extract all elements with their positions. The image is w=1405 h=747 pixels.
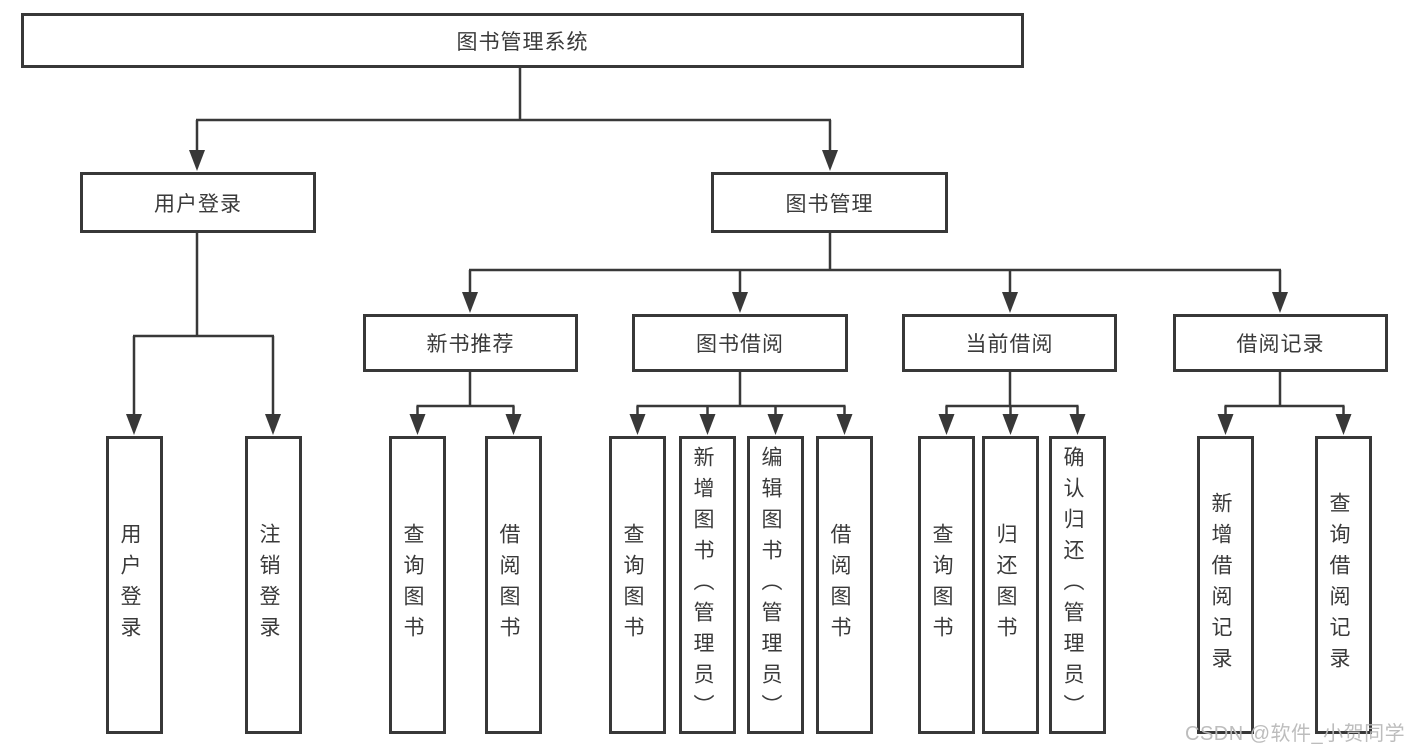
leaf-query-books: 查询图书 (389, 436, 446, 734)
arrow-down-icon (629, 414, 646, 435)
leaf-label: 编辑图书（管理员） (759, 445, 782, 725)
leaf-query-borrow-record: 查询借阅记录 (1315, 436, 1372, 734)
arrow-down-icon (767, 414, 784, 435)
connector-book-borrow-to-leaves (636, 372, 846, 414)
leaf-label: 用户登录 (118, 523, 141, 647)
arrow-down-icon (1335, 414, 1352, 435)
arrow-down-icon (1002, 414, 1019, 435)
leaf-logout: 注销登录 (245, 436, 302, 734)
leaf-label: 新增图书（管理员） (691, 445, 714, 725)
node-library-system-root: 图书管理系统 (21, 13, 1024, 68)
node-new-book-recommend: 新书推荐 (363, 314, 578, 372)
leaf-label: 查询图书 (930, 523, 953, 647)
node-current-borrow: 当前借阅 (902, 314, 1117, 372)
connector-new-book-to-leaves (416, 372, 515, 414)
arrow-down-icon (836, 414, 853, 435)
leaf-label: 归还图书 (994, 523, 1017, 647)
leaf-return-books: 归还图书 (982, 436, 1039, 734)
leaf-borrow-books: 借阅图书 (816, 436, 873, 734)
leaf-query-books: 查询图书 (609, 436, 666, 734)
arrow-down-icon (409, 414, 426, 435)
leaf-add-books-admin: 新增图书（管理员） (679, 436, 736, 734)
arrow-down-icon (1069, 414, 1086, 435)
arrow-down-icon (938, 414, 955, 435)
connector-user-login-to-leaves (132, 233, 275, 414)
arrow-down-icon (732, 292, 748, 313)
connector-root-to-level2 (195, 68, 832, 151)
leaf-query-books: 查询图书 (918, 436, 975, 734)
leaf-confirm-return-admin: 确认归还（管理员） (1049, 436, 1106, 734)
arrow-down-icon (1002, 292, 1018, 313)
leaf-edit-books-admin: 编辑图书（管理员） (747, 436, 804, 734)
arrow-down-icon (505, 414, 522, 435)
leaf-label: 注销登录 (257, 523, 280, 647)
connector-current-borrow-to-leaves (945, 372, 1079, 414)
leaf-label: 借阅图书 (828, 523, 851, 647)
arrow-down-icon (189, 150, 205, 171)
connector-book-mgmt-to-level3 (468, 233, 1282, 293)
leaf-label: 查询图书 (401, 523, 424, 647)
arrow-down-icon (265, 414, 281, 435)
node-book-borrow: 图书借阅 (632, 314, 848, 372)
arrow-down-icon (822, 150, 838, 171)
leaf-borrow-books: 借阅图书 (485, 436, 542, 734)
node-borrow-record: 借阅记录 (1173, 314, 1388, 372)
node-book-management: 图书管理 (711, 172, 948, 233)
arrow-down-icon (1217, 414, 1234, 435)
arrow-down-icon (126, 414, 142, 435)
leaf-label: 新增借阅记录 (1209, 492, 1232, 678)
leaf-label: 查询图书 (621, 523, 644, 647)
csdn-watermark: CSDN @软件_小贺同学 (1185, 723, 1405, 745)
arrow-down-icon (462, 292, 478, 313)
connector-borrow-record-to-leaves (1224, 372, 1345, 414)
node-user-login: 用户登录 (80, 172, 316, 233)
arrow-down-icon (699, 414, 716, 435)
leaf-label: 确认归还（管理员） (1061, 445, 1084, 725)
arrow-down-icon (1272, 292, 1288, 313)
leaf-add-borrow-record: 新增借阅记录 (1197, 436, 1254, 734)
leaf-label: 查询借阅记录 (1327, 492, 1350, 678)
leaf-user-login: 用户登录 (106, 436, 163, 734)
leaf-label: 借阅图书 (497, 523, 520, 647)
